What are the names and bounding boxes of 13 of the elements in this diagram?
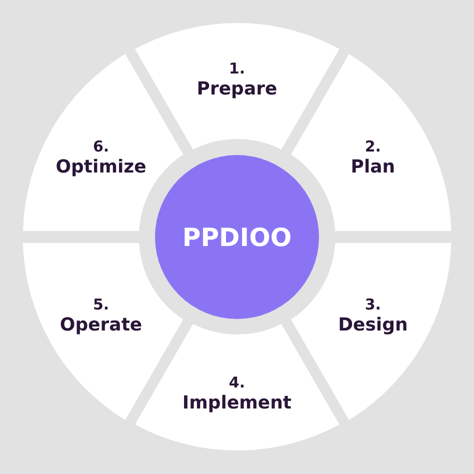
- center-title: PPDIOO: [182, 222, 292, 252]
- step-title: Prepare: [196, 78, 278, 100]
- step-title: Plan: [350, 156, 396, 179]
- step-number: 3.: [364, 295, 382, 314]
- step-title: Design: [338, 314, 408, 336]
- step-title: Implement: [182, 392, 292, 414]
- step-title: Optimize: [56, 156, 146, 179]
- step-number: 6.: [92, 138, 110, 157]
- step-number: 4.: [228, 373, 246, 392]
- step-number: 1.: [228, 60, 246, 78]
- step-title: Operate: [60, 314, 142, 336]
- step-number: 5.: [92, 295, 110, 314]
- step-number: 2.: [364, 138, 382, 157]
